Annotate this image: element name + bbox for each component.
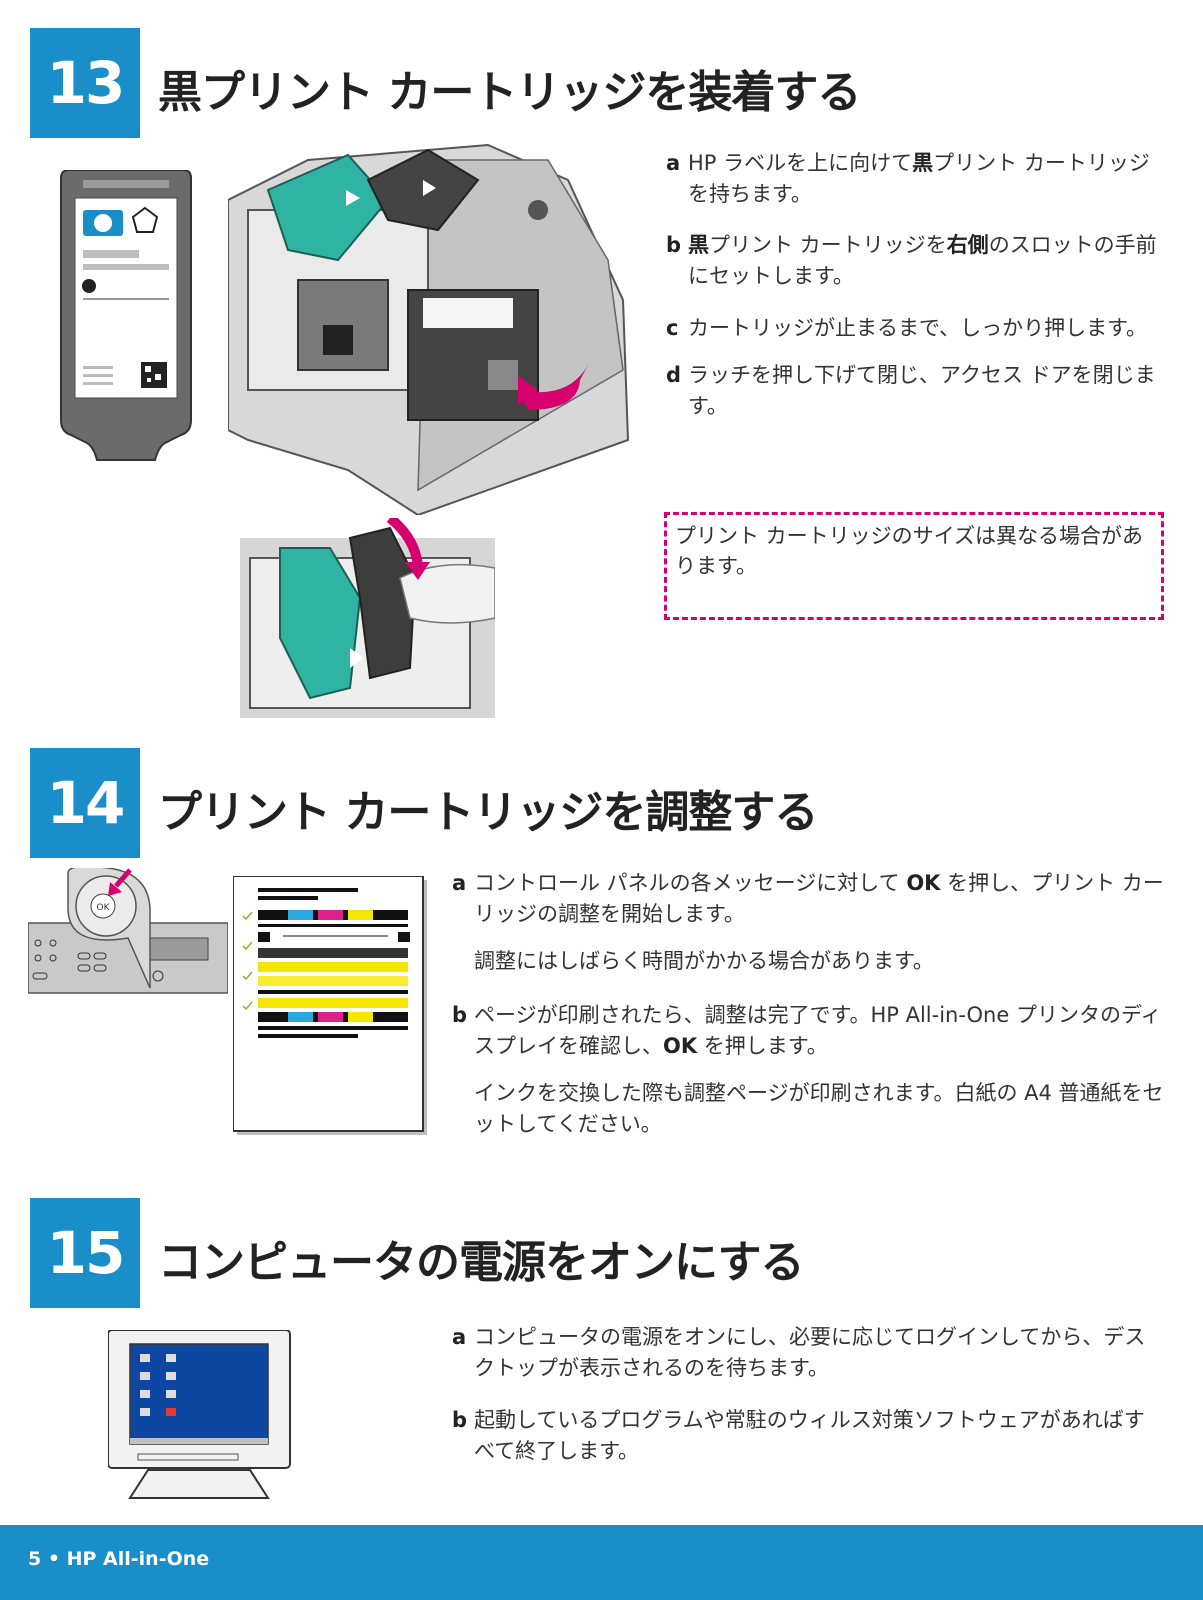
step-15-number: 15	[30, 1198, 140, 1308]
step-13-item-d: d ラッチを押し下げて閉じ、アクセス ドアを閉じます。	[666, 363, 1156, 418]
step-13-item-c: c カートリッジが止まるまで、しっかり押します。	[666, 316, 1148, 340]
barcode-icon	[141, 362, 167, 388]
step-15-item-a: a コンピュータの電源をオンにし、必要に応じてログインしてから、デスクトップが表…	[452, 1325, 1146, 1380]
ok-button-label: OK	[97, 903, 111, 913]
footer-label: 5 • HP All-in-One	[28, 1548, 210, 1570]
hp-logo-icon	[94, 214, 112, 232]
cartridge-size-note: プリント カートリッジのサイズは異なる場合があります。	[664, 512, 1164, 620]
black-cartridge-illustration	[60, 170, 192, 461]
computer-monitor-illustration	[108, 1330, 291, 1499]
step-13-title: 黒プリント カートリッジを装着する	[158, 67, 861, 118]
step-14-title: プリント カートリッジを調整する	[158, 787, 818, 838]
step-13-item-a: a HP ラベルを上に向けて黒プリント カートリッジを持ちます。	[666, 151, 1150, 206]
step-14-item-a: a コントロール パネルの各メッセージに対して OK を押し、プリント カーリッ…	[452, 871, 1164, 973]
down-arrow-icon	[386, 518, 423, 567]
printer-carriage-illustration	[228, 143, 630, 515]
finger-icon	[399, 563, 495, 624]
press-arrow-icon	[114, 868, 132, 888]
control-panel-illustration: OK	[28, 868, 228, 994]
step-14-item-b: b ページが印刷されたら、調整は完了です。HP All-in-One プリンタの…	[452, 1003, 1164, 1136]
pentagon-icon	[131, 206, 159, 233]
push-arrow-icon	[518, 365, 588, 410]
alignment-page-illustration	[233, 876, 427, 1135]
step-13-item-b: b 黒プリント カートリッジを右側のスロットの手前にセットします。	[666, 233, 1157, 288]
step-15-title: コンピュータの電源をオンにする	[158, 1237, 804, 1288]
latch-close-illustration	[240, 518, 495, 718]
step-15-item-b: b 起動しているプログラムや常駐のウィルス対策ソフトウェアがあればすべて終了しま…	[452, 1408, 1145, 1463]
step-14-number: 14	[30, 748, 140, 858]
color-latch	[266, 153, 390, 262]
step-13-number: 13	[30, 28, 140, 138]
page-footer: 5 • HP All-in-One	[0, 1525, 1203, 1600]
